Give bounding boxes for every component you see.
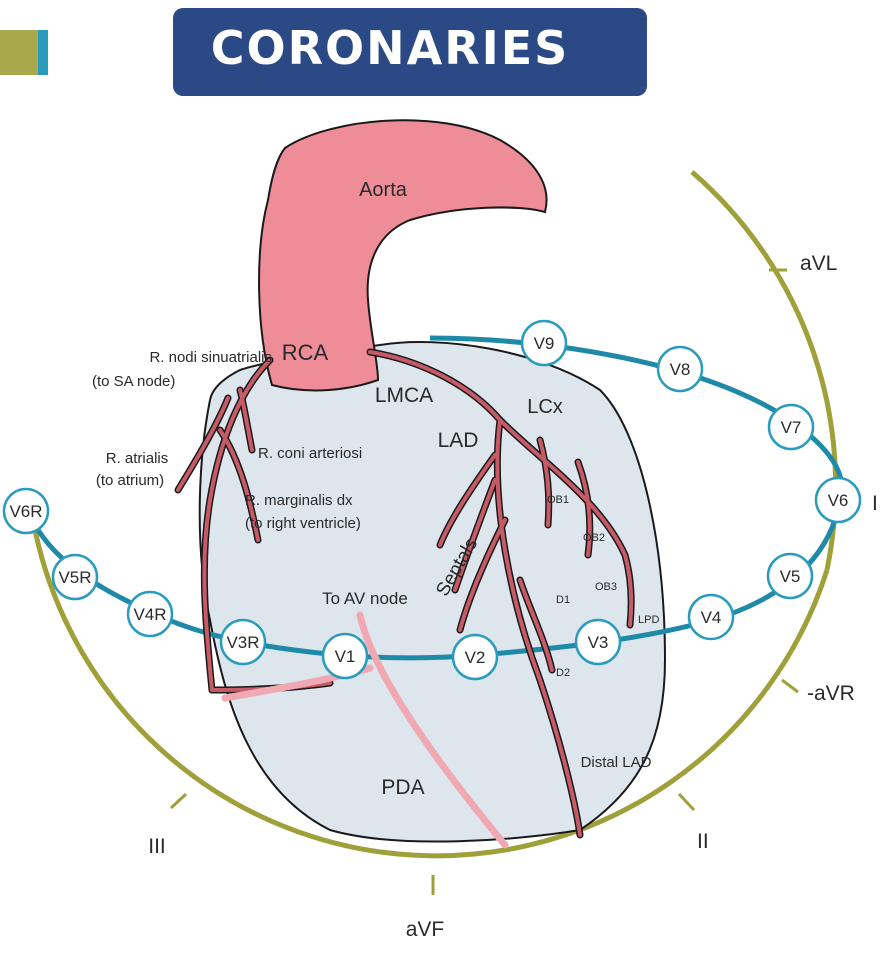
precordial-lead-ring bbox=[27, 335, 845, 661]
lead-node-v4: V4 bbox=[687, 593, 735, 641]
lead-circle-v4 bbox=[687, 593, 735, 641]
label-d2: D2 bbox=[556, 667, 570, 679]
label-pda: PDA bbox=[381, 776, 424, 799]
lead-label-v1: V1 bbox=[335, 647, 356, 666]
label-rca: RCA bbox=[282, 340, 329, 365]
label-ob3: OB3 bbox=[595, 581, 617, 593]
septal-branch-2 bbox=[453, 478, 497, 592]
lead-circle-v7 bbox=[767, 403, 815, 451]
lead-circle-v6r bbox=[2, 487, 50, 535]
lead-circle-v9 bbox=[520, 319, 568, 367]
lead-node-v4r: V4R bbox=[126, 590, 174, 638]
coronary-arteries bbox=[174, 348, 635, 849]
title-background bbox=[173, 8, 647, 96]
lead-circle-v5r bbox=[51, 553, 99, 601]
label-distal-lad: Distal LAD bbox=[581, 754, 652, 771]
lcx-branch bbox=[368, 350, 634, 627]
lead-label-v5r: V5R bbox=[58, 568, 91, 587]
label-lmca: LMCA bbox=[375, 384, 433, 407]
label-r-marg-2: (to right ventricle) bbox=[245, 515, 361, 532]
lead-circle-v3r bbox=[219, 618, 267, 666]
lead-node-v3r: V3R bbox=[219, 618, 267, 666]
septal-branch-3 bbox=[458, 518, 507, 632]
corner-green-block bbox=[0, 30, 38, 75]
label-d1: D1 bbox=[556, 594, 570, 606]
tick-neg-avr bbox=[781, 678, 799, 694]
limb-lead-labels: aVL I -aVR II aVF III bbox=[148, 252, 878, 941]
septal-branch-1 bbox=[438, 453, 497, 547]
lead-circle-v6 bbox=[814, 476, 862, 524]
aorta bbox=[258, 119, 548, 392]
lead-circle-v4r bbox=[126, 590, 174, 638]
lead-label-v6r: V6R bbox=[9, 502, 42, 521]
label-r-nodi-2: (to SA node) bbox=[92, 373, 175, 390]
limb-arc-upper bbox=[690, 170, 839, 571]
lead-label-v4: V4 bbox=[701, 608, 722, 627]
ob2-branch bbox=[576, 460, 592, 557]
pda-branch bbox=[356, 611, 509, 849]
label-aorta: Aorta bbox=[359, 179, 408, 201]
ob1-branch bbox=[538, 438, 551, 527]
lead-node-v1: V1 bbox=[321, 632, 369, 680]
lead-node-v8: V8 bbox=[656, 345, 704, 393]
d2-branch bbox=[518, 578, 554, 672]
page-title: CORONARIES bbox=[211, 21, 570, 75]
lead-circle-v3 bbox=[574, 618, 622, 666]
tick-iii bbox=[169, 792, 188, 810]
limb-label-i: I bbox=[872, 492, 878, 515]
limb-label-iii: III bbox=[148, 835, 166, 858]
r-atrialis-branch bbox=[176, 396, 230, 492]
limb-arc-lower bbox=[32, 529, 830, 859]
label-ob1: OB1 bbox=[547, 494, 569, 506]
lead-node-v2: V2 bbox=[451, 633, 499, 681]
limb-label-avl: aVL bbox=[800, 252, 837, 275]
corner-teal-block bbox=[38, 30, 48, 75]
lead-label-v8: V8 bbox=[670, 360, 691, 379]
lead-label-v3: V3 bbox=[588, 633, 609, 652]
lead-circle-v1 bbox=[321, 632, 369, 680]
rca-main bbox=[202, 358, 272, 692]
label-r-nodi-1: R. nodi sinuatrialis bbox=[149, 349, 272, 366]
structure-labels: Aorta RCA LMCA LAD LCx Septals PDA Dista… bbox=[92, 179, 659, 799]
r-marginalis-branch bbox=[218, 428, 260, 542]
lead-label-v5: V5 bbox=[780, 567, 801, 586]
title-banner: CORONARIES bbox=[173, 8, 647, 96]
lead-circle-v2 bbox=[451, 633, 499, 681]
label-r-coni: R. coni arteriosi bbox=[258, 445, 362, 462]
label-lcx: LCx bbox=[527, 396, 563, 418]
lead-circle-v5 bbox=[766, 552, 814, 600]
limb-label-avf: aVF bbox=[406, 918, 445, 941]
label-lad: LAD bbox=[438, 429, 479, 452]
limb-label-neg-avr: -aVR bbox=[807, 682, 855, 705]
tick-ii bbox=[677, 792, 696, 812]
lead-node-v5r: V5R bbox=[51, 553, 99, 601]
lead-node-v7: V7 bbox=[767, 403, 815, 451]
lead-node-v3: V3 bbox=[574, 618, 622, 666]
lead-node-v9: V9 bbox=[520, 319, 568, 367]
lead-node-v5: V5 bbox=[766, 552, 814, 600]
label-to-av-node: To AV node bbox=[322, 589, 408, 608]
lead-label-v7: V7 bbox=[781, 418, 802, 437]
label-r-atrialis-1: R. atrialis bbox=[106, 450, 169, 467]
label-ob2: OB2 bbox=[583, 532, 605, 544]
label-r-marg-1: R. marginalis dx bbox=[245, 492, 353, 509]
lead-label-v9: V9 bbox=[534, 334, 555, 353]
label-lpd: LPD bbox=[638, 614, 659, 626]
lead-node-v6: V6 bbox=[814, 476, 862, 524]
lead-label-v6: V6 bbox=[828, 491, 849, 510]
lad-branch bbox=[495, 418, 582, 837]
r-coni-branch bbox=[238, 388, 254, 452]
corner-decoration bbox=[0, 30, 48, 75]
precordial-line bbox=[27, 335, 845, 661]
limb-label-ii: II bbox=[697, 830, 709, 853]
lead-label-v4r: V4R bbox=[133, 605, 166, 624]
lead-circle-v8 bbox=[656, 345, 704, 393]
lead-node-v6r: V6R bbox=[2, 487, 50, 535]
lead-label-v2: V2 bbox=[465, 648, 486, 667]
lead-label-v3r: V3R bbox=[226, 633, 259, 652]
precordial-lead-nodes: V6R V5R V4R V3R V1 V2 V3 V4 bbox=[2, 319, 862, 681]
label-r-atrialis-2: (to atrium) bbox=[96, 472, 164, 489]
